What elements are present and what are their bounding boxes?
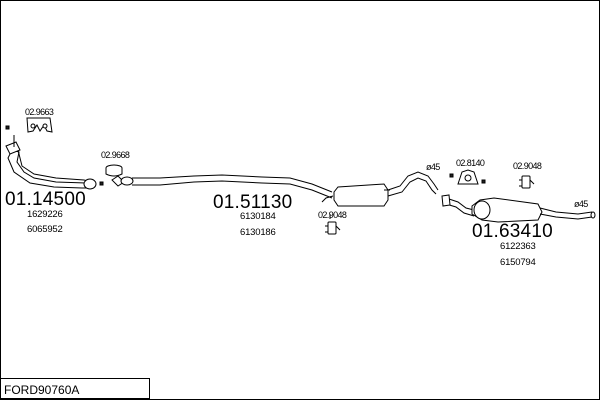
front-pipe-flange [5,141,21,155]
hanger-middle-drawing [325,221,341,235]
middle-pipe-upper [132,174,333,193]
leader-lines [13,135,331,219]
hanger-rear-b-label: 02.9048 [513,161,542,171]
hanger-rear-a-hole [464,174,472,182]
hanger-rear-a-bolt-left [449,173,454,178]
diagram-code: FORD90760A [4,383,80,397]
rear-section-oem-2: 6150794 [500,257,536,268]
middle-pipe-inlet [120,176,134,186]
hanger-rear-b-pins [519,179,535,187]
tail-outlet-diameter: ø45 [574,199,588,209]
gasket-front-drawing [26,117,53,133]
front-pipe-drawing [5,125,104,190]
front-pipe-bolt [5,125,10,130]
middle-section-oem-2: 6130186 [240,227,276,238]
middle-section-part-number: 01.51130 [213,192,293,213]
rear-silencer-end [473,200,491,220]
front-pipe-braid [11,149,87,184]
rear-pipe-inlet-lower [445,203,475,217]
clamp-front-label: 02.9668 [101,150,130,160]
middle-silencer-body [333,183,389,207]
hanger-rear-b-block [521,175,531,189]
hanger-middle-block [327,221,337,235]
rear-tail-upper [539,207,593,215]
clamp-front-body [105,168,123,177]
gasket-front-hole-right [42,123,48,129]
front-pipe-lower-edge [7,149,92,189]
middle-section-drawing [111,171,439,207]
hanger-rear-a-bolt-right [481,179,486,184]
hanger-rear-a-drawing [449,169,486,185]
clamp-front-drawing [105,164,123,177]
rear-section-drawing [441,194,596,223]
rear-tail-tip [590,211,596,219]
diagram-code-box: FORD90760A [0,378,150,399]
rear-pipe-inlet-flange [441,194,451,207]
middle-outlet-upper [387,171,439,191]
gasket-front-label: 02.9663 [25,107,54,117]
gasket-front-hole-left [30,123,36,129]
front-pipe-bolt-rear [99,181,104,186]
hanger-middle-pins [325,225,341,233]
middle-section-oem-1: 6130184 [240,211,276,222]
rear-section-oem-1: 6122363 [500,241,536,252]
middle-hanger-link [321,195,334,203]
rear-tail-lower [539,213,593,220]
front-pipe-oem-2: 6065952 [27,224,63,235]
hanger-rear-b-drawing [519,175,535,189]
gasket-front-shape [26,117,53,133]
hanger-rear-a-label: 02.8140 [456,158,485,168]
front-pipe-oem-1: 1629226 [27,209,63,220]
middle-outlet-lower [387,177,437,197]
front-pipe-part-number: 01.14500 [5,189,86,210]
front-pipe-outlet [83,178,97,190]
rear-pipe-inlet-upper [445,197,475,211]
rear-section-part-number: 01.63410 [472,221,553,242]
hanger-middle-label: 02.9048 [318,210,347,220]
middle-outlet-diameter: ø45 [426,162,440,172]
middle-pipe-lower [132,180,333,199]
